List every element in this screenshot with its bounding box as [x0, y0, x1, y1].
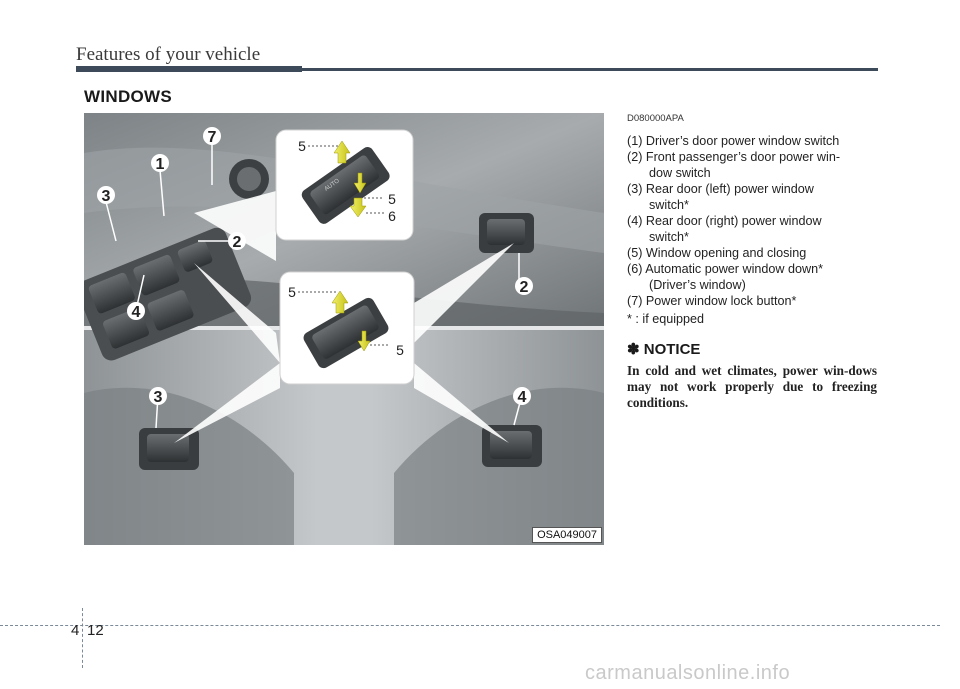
- svg-text:7: 7: [208, 129, 217, 146]
- inset-driver-auto-switch: AUTO: [275, 129, 414, 241]
- footer-divider: [82, 608, 83, 668]
- header-rule: [76, 68, 878, 71]
- svg-text:2: 2: [233, 234, 242, 251]
- svg-text:2: 2: [520, 279, 529, 296]
- callout-3b: 3: [149, 387, 167, 406]
- section-code: D080000APA: [627, 113, 684, 124]
- callout-4: 4: [127, 302, 145, 321]
- zoom-wedge-mid-left: [194, 263, 280, 363]
- chapter-number: 4: [71, 622, 80, 639]
- list-item: (7) Power window lock button*: [627, 294, 797, 308]
- arrow-up-icon: [333, 140, 351, 164]
- header-title: Features of your vehicle: [76, 44, 261, 65]
- notice-body: In cold and wet climates, power win-dows…: [627, 363, 877, 410]
- zoom-wedge-top: [194, 191, 276, 261]
- list-item: (1) Driver’s door power window switch: [627, 134, 840, 148]
- callout-2: 2: [228, 232, 246, 251]
- notice-title: ✽ NOTICE: [627, 341, 701, 358]
- list-item: (2) Front passenger’s door power win-dow…: [627, 150, 841, 180]
- section-title: WINDOWS: [84, 87, 173, 106]
- callout-7: 7: [203, 127, 221, 146]
- callout-3: 3: [97, 186, 115, 205]
- list-item: (5) Window opening and closing: [627, 246, 807, 260]
- legend-text: D080000APA (1) Driver’s door power windo…: [627, 111, 877, 327]
- svg-text:4: 4: [518, 389, 527, 406]
- figure-code: OSA049007: [532, 527, 602, 543]
- callout-5d: 5: [396, 342, 404, 358]
- inset-window-switch: [279, 271, 415, 385]
- zoom-wedge-bot-left: [174, 363, 280, 443]
- callout-1: 1: [151, 154, 169, 173]
- callout-4b: 4: [513, 387, 531, 406]
- callout-5c: 5: [288, 284, 296, 300]
- watermark: carmanualsonline.info: [585, 662, 791, 684]
- arrow-up-icon-2: [331, 290, 349, 314]
- svg-text:3: 3: [154, 389, 163, 406]
- arrow-down-icon-2: [357, 330, 371, 352]
- callout-6: 6: [388, 208, 396, 224]
- list-item: (6) Automatic power window down*(Driver’…: [627, 262, 823, 292]
- page-number: 12: [87, 622, 104, 639]
- callout-5a: 5: [298, 138, 306, 154]
- window-switch-illustration: AUTO 1 7 3 2 4 2 3 4: [84, 113, 604, 545]
- zoom-wedge-bot-right: [414, 363, 509, 443]
- callout-5b: 5: [388, 191, 396, 207]
- callout-2b: 2: [515, 277, 533, 296]
- svg-text:3: 3: [102, 188, 111, 205]
- arrow-down-double-icon: [349, 197, 367, 218]
- arrow-down-icon: [353, 172, 367, 194]
- footnote: * : if equipped: [627, 312, 705, 326]
- svg-text:1: 1: [156, 156, 165, 173]
- footer-rule: [0, 625, 940, 626]
- zoom-wedge-mid-right: [414, 243, 514, 343]
- window-switch-figure: AUTO 1 7 3 2 4 2 3 4: [84, 113, 604, 545]
- svg-text:4: 4: [132, 304, 141, 321]
